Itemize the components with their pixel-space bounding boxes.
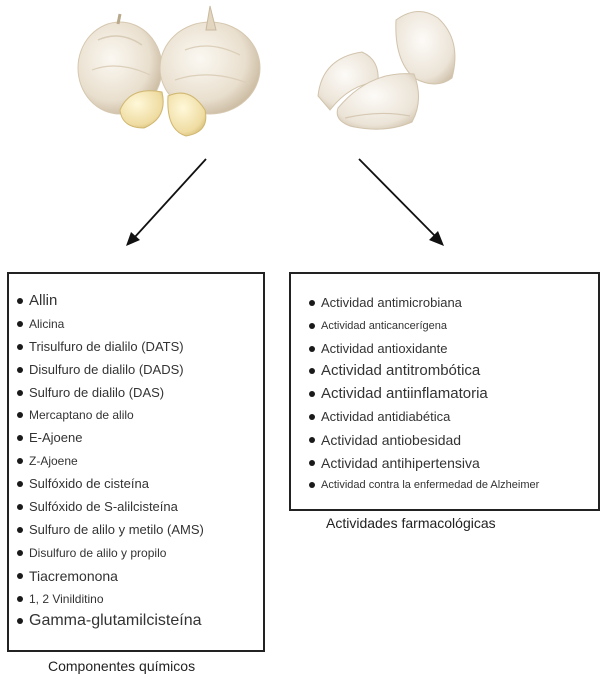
chemical-components-box: Allin Alicina Trisulfuro de dialilo (DAT… — [7, 272, 265, 652]
list-item: Gamma-glutamilcisteína — [17, 610, 204, 633]
list-item: Actividad anticancerígena — [309, 315, 539, 338]
pharmacological-activities-box: Actividad antimicrobiana Actividad antic… — [289, 272, 600, 511]
list-item: 1, 2 Vinilditino — [17, 588, 204, 611]
arrow-right-down-icon — [358, 158, 444, 246]
list-item: Actividad antiobesidad — [309, 429, 539, 452]
arrow-left-down-icon — [126, 158, 207, 246]
list-item: Sulfóxido de cisteína — [17, 473, 204, 496]
list-item: Trisulfuro de dialilo (DATS) — [17, 336, 204, 359]
chemical-components-caption: Componentes químicos — [48, 658, 196, 674]
garlic-bulbs-image — [77, 5, 261, 137]
list-item: Actividad antioxidante — [309, 338, 539, 361]
list-item: Tiacremonona — [17, 565, 204, 588]
list-item: Disulfuro de alilo y propilo — [17, 542, 204, 565]
garlic-cloves-image — [317, 11, 456, 130]
list-item: Actividad antidiabética — [309, 406, 539, 429]
list-item: Z-Ajoene — [17, 450, 204, 473]
pharmacological-activities-caption: Actividades farmacológicas — [326, 515, 496, 531]
list-item: Sulfuro de alilo y metilo (AMS) — [17, 519, 204, 542]
list-item: E-Ajoene — [17, 427, 204, 450]
list-item: Actividad antitrombótica — [309, 360, 539, 383]
list-item: Mercaptano de alilo — [17, 404, 204, 427]
list-item: Sulfóxido de S-alilcisteína — [17, 496, 204, 519]
chemical-components-list: Allin Alicina Trisulfuro de dialilo (DAT… — [17, 290, 204, 633]
garlic-illustration — [77, 5, 456, 246]
list-item: Alicina — [17, 313, 204, 336]
list-item: Allin — [17, 290, 204, 313]
list-item: Sulfuro de dialilo (DAS) — [17, 382, 204, 405]
pharmacological-activities-list: Actividad antimicrobiana Actividad antic… — [309, 292, 539, 497]
list-item: Actividad antimicrobiana — [309, 292, 539, 315]
list-item: Actividad antiinflamatoria — [309, 383, 539, 406]
list-item: Disulfuro de dialilo (DADS) — [17, 359, 204, 382]
list-item: Actividad contra la enfermedad de Alzhei… — [309, 474, 539, 497]
list-item: Actividad antihipertensiva — [309, 452, 539, 475]
